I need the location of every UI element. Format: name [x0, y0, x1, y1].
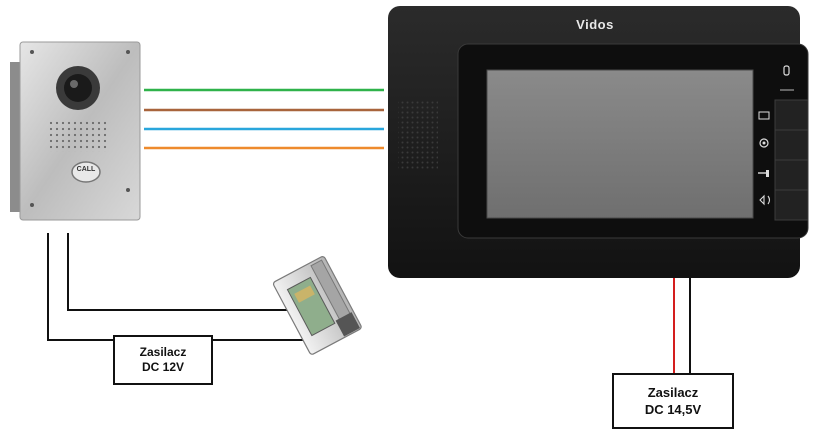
monitor-brand: Vidos: [576, 17, 614, 32]
call-button-label: CALL: [76, 166, 96, 173]
door-station: [10, 41, 141, 221]
monitor-button: [774, 159, 809, 191]
power-supply-lock: Zasilacz DC 12V: [113, 335, 213, 385]
monitor-power-wires: [673, 278, 691, 373]
lens-glare-icon: [70, 80, 78, 88]
screw-icon: [126, 50, 130, 54]
psu-title: Zasilacz: [139, 345, 187, 359]
power-supply-monitor: Zasilacz DC 14,5V: [612, 373, 734, 429]
key-head-icon: [766, 170, 769, 177]
screw-icon: [126, 188, 130, 192]
strike-coil: [294, 285, 315, 303]
psu-title: Zasilacz: [647, 385, 699, 400]
wire-black: [67, 233, 298, 311]
psu-voltage: DC 14,5V: [644, 402, 702, 417]
speaker-grille-icon: [48, 120, 108, 152]
screw-icon: [30, 203, 34, 207]
monitor-button: [774, 189, 809, 221]
monitor: [388, 6, 809, 278]
screw-icon: [30, 50, 34, 54]
strike-terminal-icon: [335, 312, 360, 337]
monitor-icon: [758, 111, 770, 120]
talk-icon: [759, 194, 771, 206]
signal-wires: [144, 88, 384, 150]
monitor-button: [774, 99, 809, 131]
record-dot-icon: [762, 141, 766, 145]
lock-wires: [47, 233, 318, 341]
monitor-speaker-grille-icon: [398, 100, 438, 170]
call-button-icon: [71, 161, 101, 183]
electric-strike: [272, 256, 362, 355]
camera-lens-icon: [64, 74, 92, 102]
record-icon: [759, 138, 769, 148]
psu-voltage: DC 12V: [141, 360, 185, 374]
power-led-icon: [783, 65, 790, 76]
monitor-screen: [486, 69, 754, 219]
wire-black: [47, 233, 113, 341]
monitor-button: [774, 129, 809, 161]
